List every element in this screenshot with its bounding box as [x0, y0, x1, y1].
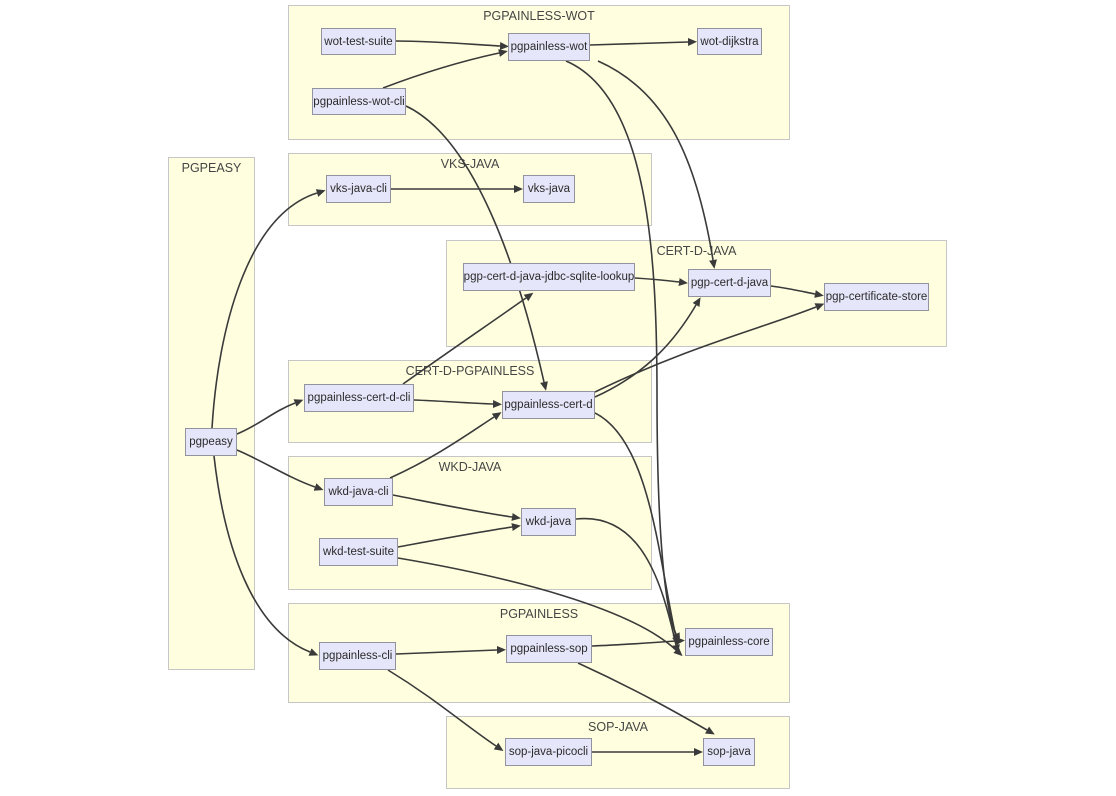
node-sop-java-picocli: sop-java-picocli — [505, 738, 592, 766]
node-wot-dijkstra: wot-dijkstra — [697, 28, 762, 55]
cluster-label-sop-java-cluster: SOP-JAVA — [588, 720, 648, 734]
cluster-pgpainless-wot-cluster: PGPAINLESS-WOT — [288, 5, 790, 140]
node-pgpainless-core: pgpainless-core — [685, 628, 773, 656]
cluster-label-cert-d-java-cluster: CERT-D-JAVA — [656, 244, 737, 258]
cluster-pgpeasy-cluster: PGPEASY — [168, 157, 255, 670]
node-pgpainless-sop: pgpainless-sop — [506, 635, 592, 663]
node-wkd-test-suite: wkd-test-suite — [319, 538, 398, 566]
node-wot-test-suite: wot-test-suite — [321, 28, 396, 55]
node-pgpainless-cli: pgpainless-cli — [319, 642, 396, 670]
node-pgpainless-wot-cli: pgpainless-wot-cli — [312, 88, 406, 115]
node-pgp-cert-d-java: pgp-cert-d-java — [688, 269, 771, 297]
cluster-wkd-java-cluster: WKD-JAVA — [288, 456, 652, 590]
node-wkd-java: wkd-java — [521, 508, 576, 536]
cluster-label-pgpainless-wot-cluster: PGPAINLESS-WOT — [483, 9, 595, 23]
cluster-label-pgpainless-cluster: PGPAINLESS — [499, 607, 579, 621]
node-wkd-java-cli: wkd-java-cli — [324, 478, 393, 506]
cluster-label-vks-java-cluster: VKS-JAVA — [440, 157, 500, 171]
node-pgpainless-wot: pgpainless-wot — [508, 33, 590, 61]
node-vks-java-cli: vks-java-cli — [326, 175, 391, 203]
node-pgp-certificate-store: pgp-certificate-store — [824, 283, 929, 311]
node-pgpainless-cert-d: pgpainless-cert-d — [502, 391, 595, 419]
node-pgpeasy: pgpeasy — [185, 428, 237, 456]
node-vks-java: vks-java — [523, 175, 575, 203]
node-pgp-cert-d-java-jdbc-sqlite-lookup: pgp-cert-d-java-jdbc-sqlite-lookup — [463, 263, 635, 291]
cluster-label-cert-d-pgpainless-cluster: CERT-D-PGPAINLESS — [405, 364, 535, 378]
node-pgpainless-cert-d-cli: pgpainless-cert-d-cli — [304, 384, 414, 412]
node-sop-java: sop-java — [703, 738, 755, 766]
cluster-label-wkd-java-cluster: WKD-JAVA — [438, 460, 502, 474]
cluster-label-pgpeasy-cluster: PGPEASY — [181, 161, 242, 175]
